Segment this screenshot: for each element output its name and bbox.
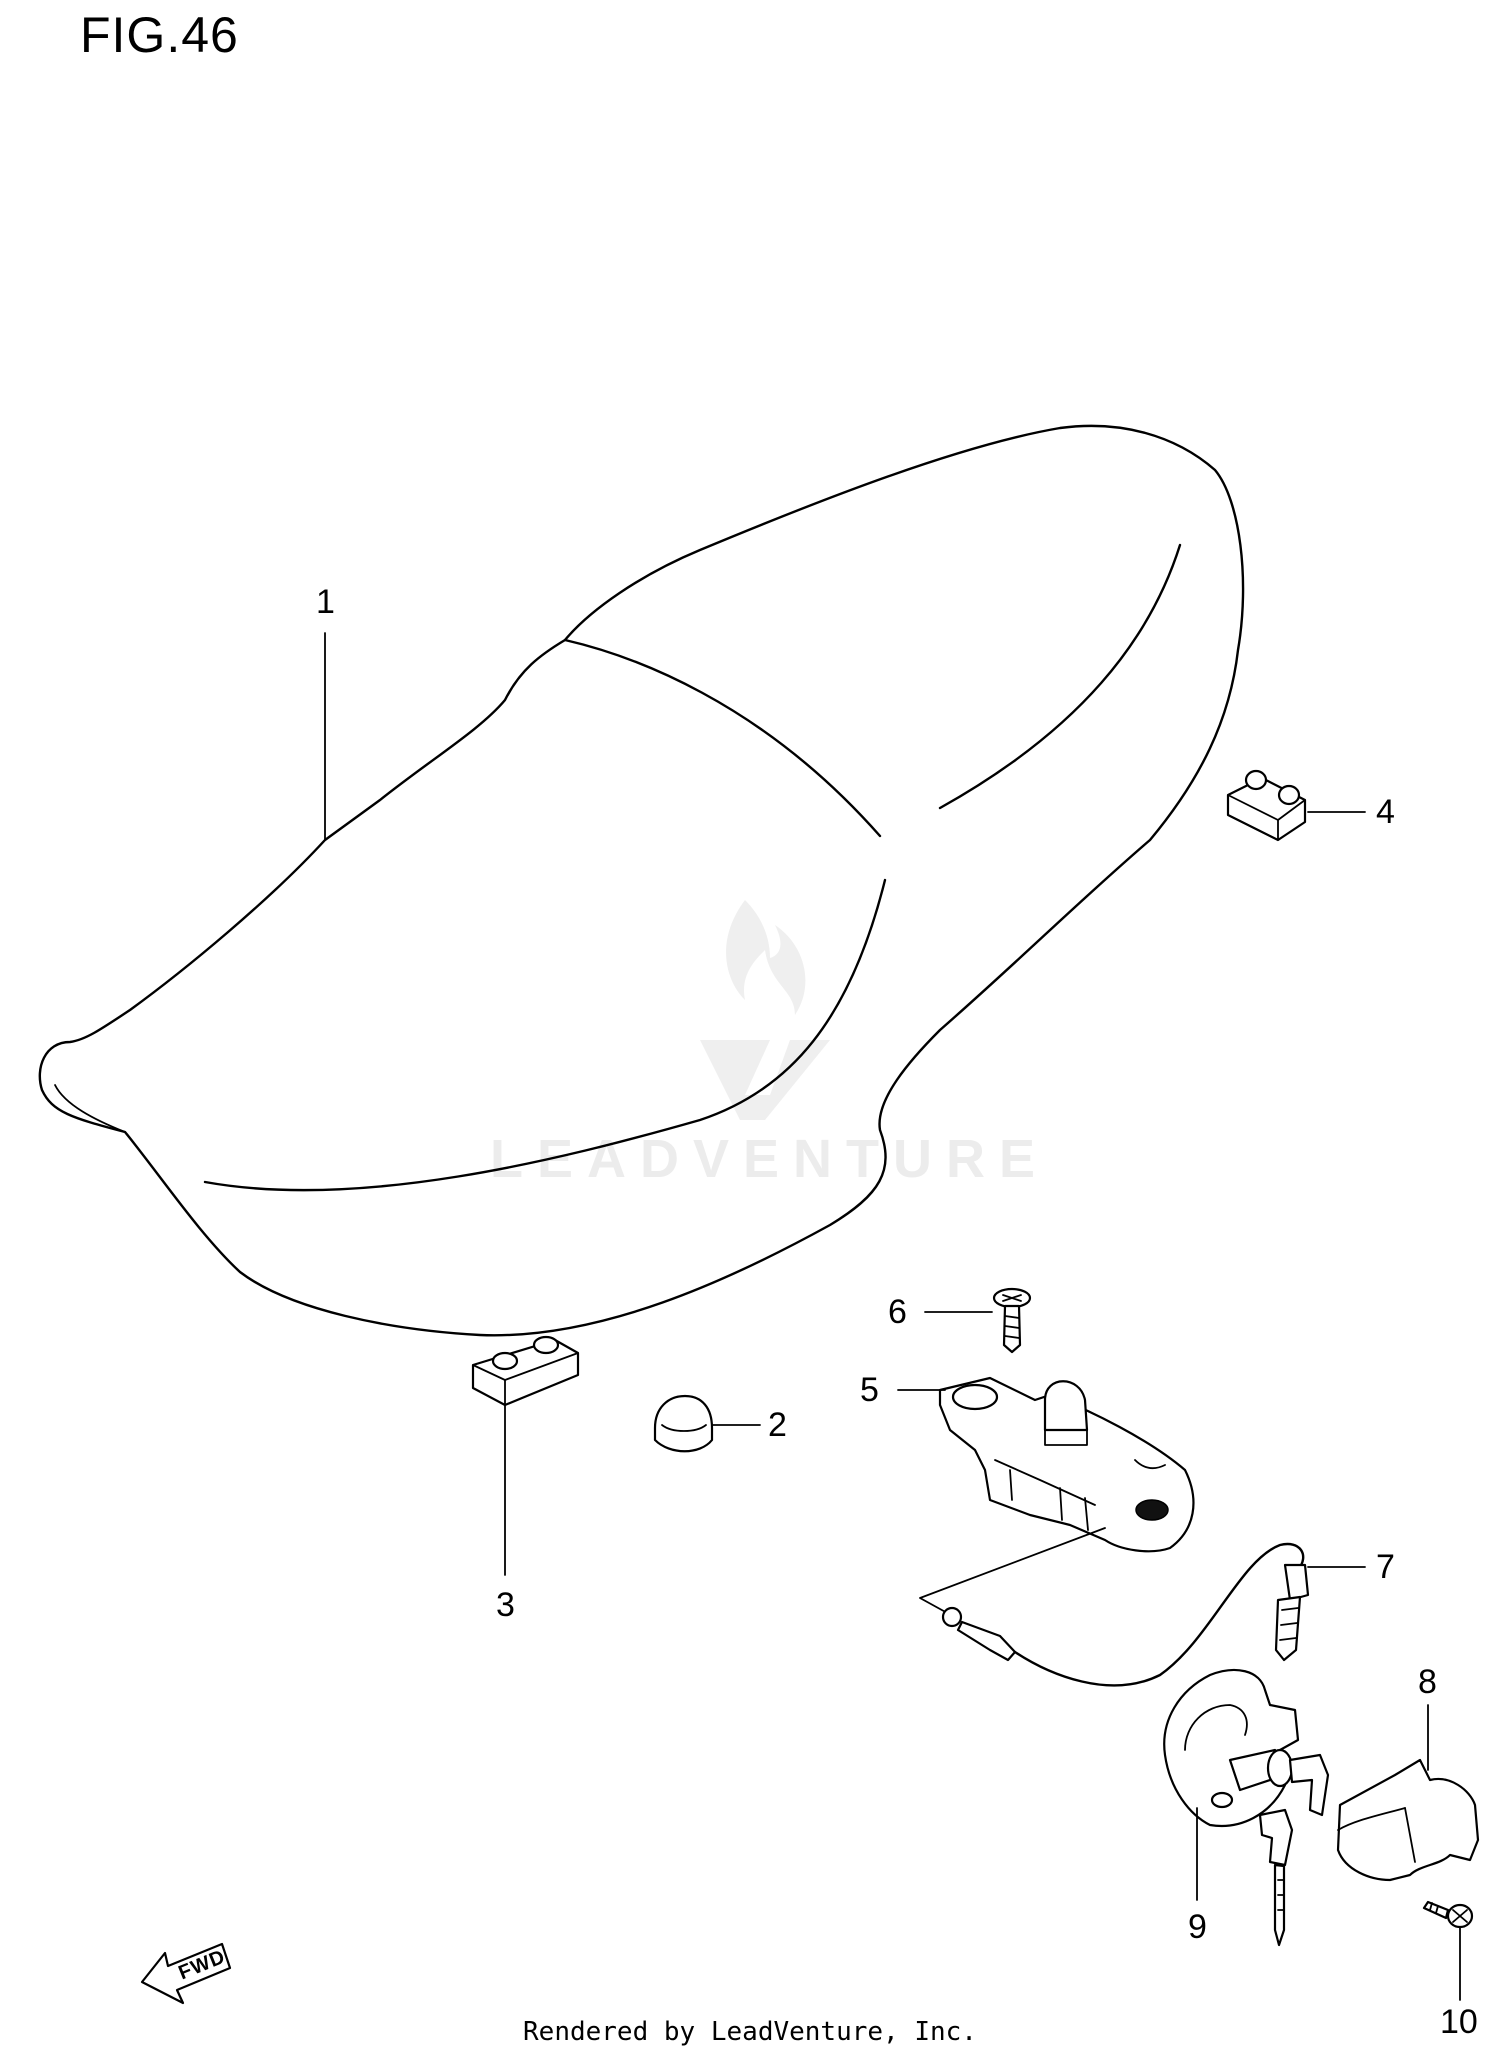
callout-1: 1 [316, 583, 335, 621]
cover-part-8[interactable] [1336, 1758, 1480, 1882]
screw-part-10[interactable] [1422, 1900, 1474, 1929]
seat-lock-part-5[interactable] [938, 1376, 1195, 1553]
rubber-cushion-part-3[interactable] [471, 1335, 580, 1407]
callout-4: 4 [1376, 793, 1395, 831]
footer-credit: Rendered by LeadVenture, Inc. [523, 2017, 977, 2047]
screw-part-6[interactable] [992, 1287, 1032, 1354]
callout-7: 7 [1376, 1548, 1395, 1586]
fwd-direction-arrow [140, 1942, 232, 2005]
callout-10: 10 [1440, 2003, 1478, 2041]
seat-part-1[interactable] [38, 424, 1245, 1337]
figure-title: FIG.46 [80, 7, 239, 63]
callout-2: 2 [768, 1406, 787, 1444]
watermark-text: LEADVENTURE [490, 1129, 1050, 1189]
callout-9: 9 [1188, 1908, 1207, 1946]
callout-6: 6 [888, 1293, 907, 1331]
seat-lock-set-part-9[interactable] [1163, 1668, 1330, 1947]
seat-lock-cable-part-7[interactable] [919, 1527, 1310, 1687]
callout-3: 3 [496, 1586, 515, 1624]
rubber-cushion-part-4[interactable] [1226, 769, 1307, 842]
leader-lines [324, 632, 1461, 2001]
callout-5: 5 [860, 1371, 879, 1409]
cushion-part-2[interactable] [653, 1394, 714, 1453]
callout-8: 8 [1418, 1663, 1437, 1701]
